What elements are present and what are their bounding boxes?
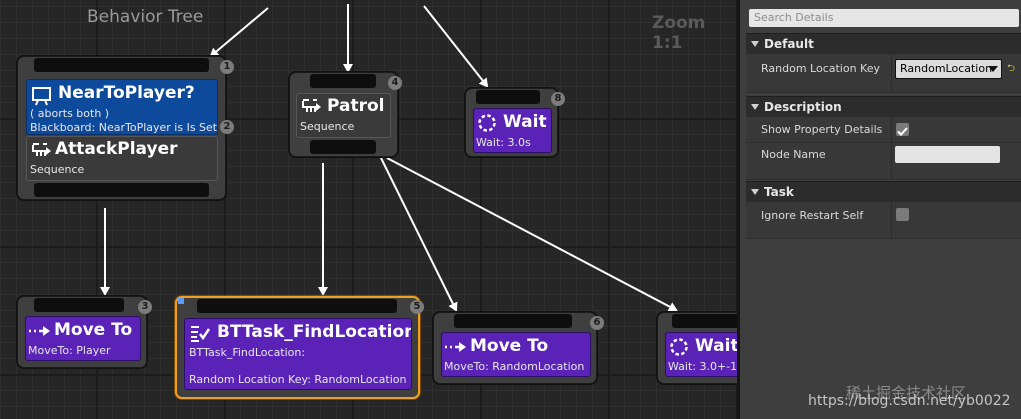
move-to-icon: [29, 326, 50, 336]
category-label: Task: [764, 185, 794, 199]
node-near-to-player[interactable]: 1 NearToPlayer? ( aborts both ) Blackboa…: [17, 56, 234, 200]
collapse-arrow-icon: [751, 104, 759, 110]
category-label: Description: [764, 100, 842, 114]
ignore-restart-self-checkbox[interactable]: [896, 208, 909, 221]
category-default[interactable]: Default: [746, 33, 1021, 54]
property-random-location-key: Random Location Key RandomLocation ⮌: [746, 54, 1021, 93]
node-patrol[interactable]: 4 Patrol Sequence: [289, 72, 402, 157]
random-location-key-dropdown[interactable]: RandomLocation: [895, 59, 1002, 79]
decorator-condition: Blackboard: NearToPlayer is Is Set: [30, 121, 218, 134]
task-title: Wait: [695, 336, 739, 356]
blueprint-task-icon: [191, 326, 211, 342]
behavior-tree-graph[interactable]: Behavior Tree Zoom 1:1 1 NearToPlayer?: [0, 0, 739, 419]
input-pin[interactable]: [476, 90, 540, 104]
task-description: MoveTo: RandomLocation: [444, 360, 585, 373]
property-label: Node Name: [761, 148, 826, 161]
wait-icon: [670, 338, 688, 356]
task-title: BTTask_FindLocation: [217, 322, 412, 342]
dropdown-value: RandomLocation: [900, 62, 993, 75]
column-separator: [891, 143, 892, 179]
wait-icon: [478, 114, 496, 132]
task-description: BTTask_FindLocation:: [189, 346, 306, 359]
move-to-icon: [445, 342, 466, 352]
property-label: Show Property Details: [761, 123, 883, 136]
input-pin[interactable]: [672, 314, 739, 328]
node-wait-1[interactable]: 8 Wait Wait: 3.0s: [465, 88, 565, 157]
task-title: Move To: [54, 320, 133, 340]
panel-divider[interactable]: [737, 0, 740, 419]
execution-index: 8: [551, 92, 565, 106]
output-pin[interactable]: [34, 183, 209, 197]
execution-index: 5: [410, 300, 424, 314]
input-pin[interactable]: [34, 298, 124, 312]
task-wait[interactable]: Wait Wait: 3.0s: [473, 108, 552, 153]
input-pin[interactable]: [454, 314, 572, 328]
composite-patrol[interactable]: Patrol Sequence: [296, 93, 391, 138]
input-pin[interactable]: [310, 74, 376, 88]
collapse-arrow-icon: [751, 41, 759, 47]
execution-index: 4: [388, 76, 402, 90]
sequence-icon: [302, 99, 321, 112]
connection-wires: [100, 4, 678, 312]
output-pin[interactable]: [310, 140, 376, 154]
property-label: Ignore Restart Self: [761, 209, 864, 222]
reset-to-default-icon[interactable]: ⮌: [1007, 63, 1016, 74]
property-show-property-details: Show Property Details: [746, 117, 1021, 143]
collapse-arrow-icon: [751, 189, 759, 195]
task-title: Wait: [503, 112, 547, 132]
zoom-indicator: Zoom 1:1: [652, 13, 706, 53]
composite-type: Sequence: [300, 120, 355, 133]
wire-patrol-move: [380, 157, 458, 312]
task-key-description: Random Location Key: RandomLocation: [189, 373, 407, 386]
breakpoint-marker: [178, 298, 184, 304]
wire-root-near: [209, 7, 269, 58]
search-details-input[interactable]: Search Details: [749, 9, 1019, 27]
graph-title: Behavior Tree: [87, 7, 204, 27]
task-move-to[interactable]: Move To MoveTo: Player: [25, 316, 141, 361]
task-title: Move To: [470, 336, 549, 356]
task-wait[interactable]: Wait Wait: 3.0+-1.: [665, 332, 739, 377]
input-pin[interactable]: [197, 299, 397, 313]
property-label: Random Location Key: [761, 62, 881, 75]
execution-index: 3: [138, 300, 152, 314]
task-find-location[interactable]: BTTask_FindLocation BTTask_FindLocation:…: [184, 318, 412, 390]
category-description[interactable]: Description: [746, 96, 1021, 117]
column-separator: [891, 54, 892, 92]
column-separator: [891, 117, 892, 142]
watermark-juejin: 稀土掘金技术社区: [846, 384, 967, 402]
execution-index: 1: [220, 60, 234, 74]
task-move-to[interactable]: Move To MoveTo: RandomLocation: [441, 332, 591, 377]
node-move-to-random[interactable]: 6 Move To MoveTo: RandomLocation: [433, 312, 604, 384]
watermark-url: https://blog.csdn.net/yb0022: [808, 393, 1011, 409]
chevron-down-icon: [988, 66, 998, 72]
wire-patrol-wait: [386, 157, 678, 312]
decorator-index: 2: [220, 120, 234, 134]
decorator-title: NearToPlayer?: [58, 83, 195, 103]
composite-attack-player[interactable]: AttackPlayer Sequence: [26, 136, 218, 181]
node-name-field[interactable]: [895, 146, 1000, 163]
category-label: Default: [764, 37, 814, 51]
execution-index: 6: [590, 316, 604, 330]
sequence-icon: [32, 143, 51, 156]
decorator-aborts: ( aborts both ): [30, 107, 110, 120]
task-description: Wait: 3.0+-1.: [668, 360, 739, 373]
composite-type: Sequence: [30, 163, 85, 176]
composite-title: Patrol: [327, 96, 385, 116]
checkmark-icon: [897, 127, 908, 136]
decorator-near-to-player[interactable]: NearToPlayer? ( aborts both ) Blackboard…: [26, 79, 218, 135]
property-ignore-restart-self: Ignore Restart Self: [746, 202, 1021, 239]
wire-root-wait: [423, 5, 489, 88]
task-description: MoveTo: Player: [28, 344, 111, 357]
task-description: Wait: 3.0s: [476, 136, 531, 149]
category-task[interactable]: Task: [746, 181, 1021, 202]
decorator-icon: [32, 87, 51, 106]
node-wait-2[interactable]: Wait Wait: 3.0+-1.: [657, 312, 739, 384]
node-find-location[interactable]: 5 BTTask_FindLocation BTTask_FindLocatio…: [175, 296, 424, 399]
property-node-name: Node Name: [746, 143, 1021, 180]
input-pin[interactable]: [34, 58, 209, 72]
column-separator: [891, 202, 892, 238]
composite-title: AttackPlayer: [55, 139, 178, 159]
show-property-details-checkbox[interactable]: [896, 123, 909, 136]
node-move-to-player[interactable]: 3 Move To MoveTo: Player: [17, 296, 152, 368]
